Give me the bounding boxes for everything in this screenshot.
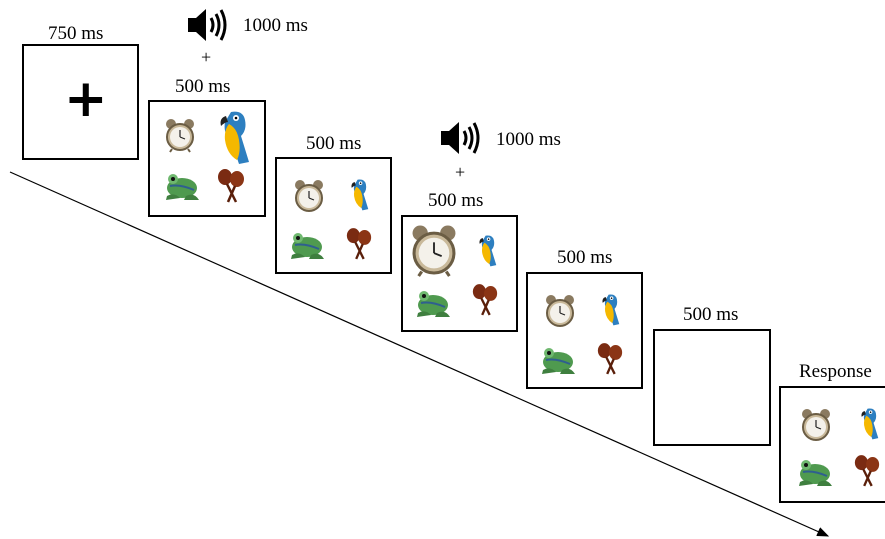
alarm-clock-icon	[295, 180, 323, 212]
maracas-icon	[346, 228, 372, 260]
plus-sign-1: +	[201, 47, 212, 67]
fixation-frame: +	[22, 44, 139, 160]
frog-icon	[166, 174, 199, 200]
maracas-icon	[854, 455, 880, 487]
parrot-icon	[351, 179, 369, 211]
maracas-icon	[218, 169, 244, 203]
display-4-duration-label: 500 ms	[557, 247, 613, 268]
parrot-icon	[602, 294, 620, 326]
speaker-icon	[441, 121, 481, 160]
speaker-icon	[188, 8, 228, 47]
blank-duration-label: 500 ms	[683, 304, 739, 325]
alarm-clock-icon	[412, 225, 456, 277]
display-3-duration-label: 500 ms	[428, 190, 484, 211]
display-frame-2	[275, 157, 392, 274]
audio-duration-label-2: 1000 ms	[496, 129, 561, 150]
plus-sign-2: +	[455, 162, 466, 182]
parrot-icon	[479, 235, 497, 267]
blank-frame	[653, 329, 771, 446]
parrot-icon	[220, 111, 249, 164]
response-frame	[779, 386, 885, 503]
alarm-clock-icon	[166, 119, 194, 153]
display-2-duration-label: 500 ms	[306, 133, 362, 154]
display-1-duration-label: 500 ms	[175, 76, 231, 97]
display-frame-3	[401, 215, 518, 332]
frog-icon	[799, 460, 832, 486]
alarm-clock-icon	[546, 295, 574, 327]
frog-icon	[417, 291, 450, 317]
alarm-clock-icon	[802, 409, 830, 441]
frog-icon	[542, 348, 575, 374]
response-label: Response	[799, 361, 872, 382]
display-frame-4	[526, 272, 643, 389]
fixation-cross-icon: +	[64, 69, 108, 129]
fixation-duration-label: 750 ms	[48, 23, 104, 44]
maracas-icon	[597, 343, 623, 375]
maracas-icon	[472, 284, 498, 316]
display-frame-1	[148, 100, 266, 217]
audio-duration-label-1: 1000 ms	[243, 15, 308, 36]
frog-icon	[291, 233, 324, 259]
parrot-icon	[861, 408, 879, 440]
